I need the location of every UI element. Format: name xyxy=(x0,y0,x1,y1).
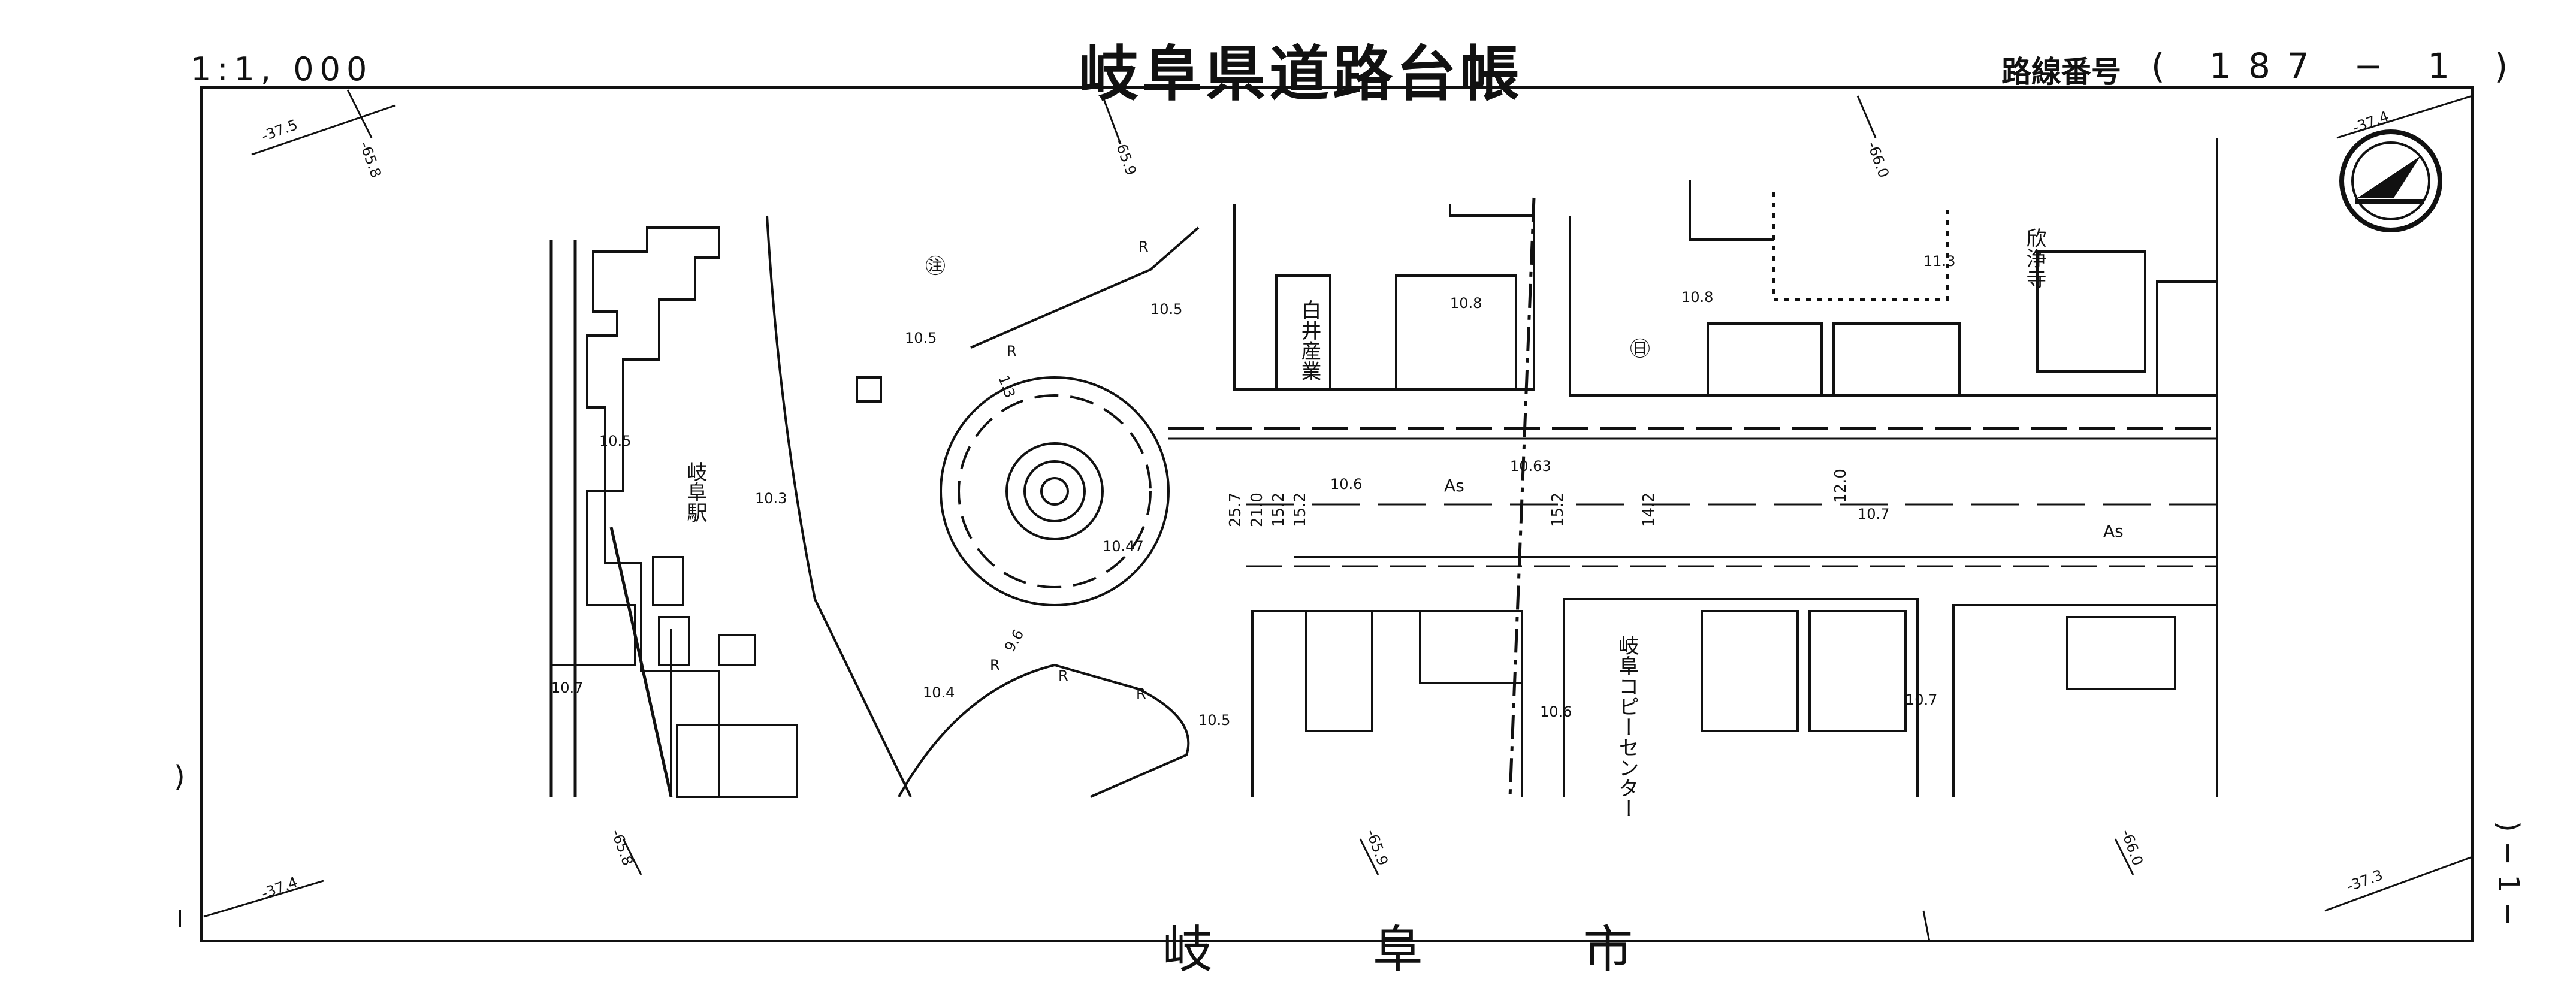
svg-text:10.8: 10.8 xyxy=(1450,295,1482,312)
footer-city-name: 岐 阜 市 xyxy=(1162,920,1705,979)
north-blocks xyxy=(1233,180,2218,397)
svg-text:R: R xyxy=(1007,343,1017,359)
svg-text:-65.8: -65.8 xyxy=(608,827,636,868)
surface-labels: As As xyxy=(1444,476,2124,541)
svg-text:10.7: 10.7 xyxy=(1905,691,1937,708)
main-road xyxy=(1168,138,2218,797)
right-side-mark: ) − 1 − xyxy=(2492,821,2525,926)
south-blocks xyxy=(1251,598,2217,797)
svg-text:12.0: 12.0 xyxy=(1832,469,1850,503)
svg-text:21.0: 21.0 xyxy=(1248,492,1266,527)
station-roundabout xyxy=(766,215,1200,798)
svg-text:-65.9: -65.9 xyxy=(1111,137,1140,177)
svg-text:14.2: 14.2 xyxy=(1640,492,1658,527)
svg-text:10.7: 10.7 xyxy=(1858,506,1889,522)
prefecture-facility-icon: ㊐ xyxy=(1630,337,1650,361)
svg-text:R: R xyxy=(1058,667,1068,684)
route-number-label: 路線番号 xyxy=(2001,55,2121,89)
svg-text:10.6: 10.6 xyxy=(1540,703,1572,720)
svg-text:R: R xyxy=(1138,238,1149,255)
map-title: 岐阜県道路台帳 xyxy=(1079,39,1523,109)
place-names: 岐阜駅 白井産業 欣浄寺 岐阜コピーセンター xyxy=(683,228,2046,818)
map-scale: 1:1, 000 xyxy=(191,50,373,88)
svg-text:10.6: 10.6 xyxy=(1330,476,1362,492)
svg-text:11.3: 11.3 xyxy=(1923,253,1955,270)
svg-text:10.5: 10.5 xyxy=(599,433,631,449)
svg-text:10.5: 10.5 xyxy=(1150,301,1182,318)
grid-lines xyxy=(203,89,2473,942)
svg-text:-66.0: -66.0 xyxy=(2118,827,2146,868)
svg-text:-37.4: -37.4 xyxy=(259,874,300,902)
company-name: 白井産業 xyxy=(1297,300,1321,381)
svg-text:-66.0: -66.0 xyxy=(1864,139,1892,180)
road-width-labels: 25.7 21.0 15.2 15.2 15.2 14.2 12.0 xyxy=(1227,469,1850,527)
north-arrow-icon xyxy=(2339,129,2442,232)
svg-text:As: As xyxy=(1444,476,1464,495)
temple-name: 欣浄寺 xyxy=(2022,228,2046,289)
svg-text:1.3: 1.3 xyxy=(995,373,1018,400)
police-box-icon: ㊟ xyxy=(925,255,946,279)
svg-text:10.47: 10.47 xyxy=(1103,538,1144,555)
svg-text:10.4: 10.4 xyxy=(923,684,955,701)
svg-text:R: R xyxy=(990,657,1000,673)
svg-text:As: As xyxy=(2103,521,2124,541)
svg-text:10.63: 10.63 xyxy=(1510,458,1551,475)
station-name: 岐阜駅 xyxy=(683,461,707,522)
svg-text:-65.9: -65.9 xyxy=(1363,827,1391,868)
svg-text:10.5: 10.5 xyxy=(1198,712,1230,729)
svg-text:-65.8: -65.8 xyxy=(356,139,385,180)
road-ledger-sheet: ) ) − 1 − -37.5 -65.8 -65.9 -66.0 -37.4 … xyxy=(174,86,2525,942)
map-frame xyxy=(200,86,2474,942)
elevation-labels: 10.5 10.5 10.8 10.8 11.3 10.5 10.3 10.47… xyxy=(551,253,1955,729)
svg-text:R: R xyxy=(1136,685,1146,702)
svg-text:15.2: 15.2 xyxy=(1291,492,1309,527)
svg-text:25.7: 25.7 xyxy=(1227,492,1245,527)
svg-text:10.3: 10.3 xyxy=(755,490,787,507)
svg-text:10.8: 10.8 xyxy=(1681,289,1713,306)
svg-text:15.2: 15.2 xyxy=(1549,492,1567,527)
copy-center-name: 岐阜コピーセンター xyxy=(1615,635,1639,818)
svg-text:15.2: 15.2 xyxy=(1270,492,1288,527)
map-symbols: ㊟ ㊐ R R R R R xyxy=(925,238,1650,702)
svg-text:10.7: 10.7 xyxy=(551,679,583,696)
left-side-mark: ) xyxy=(174,760,185,793)
svg-text:10.5: 10.5 xyxy=(905,330,937,346)
route-number: ( 187 − 1 ) xyxy=(2151,46,2525,86)
svg-text:9.6: 9.6 xyxy=(1001,627,1027,655)
station-area xyxy=(549,226,798,798)
